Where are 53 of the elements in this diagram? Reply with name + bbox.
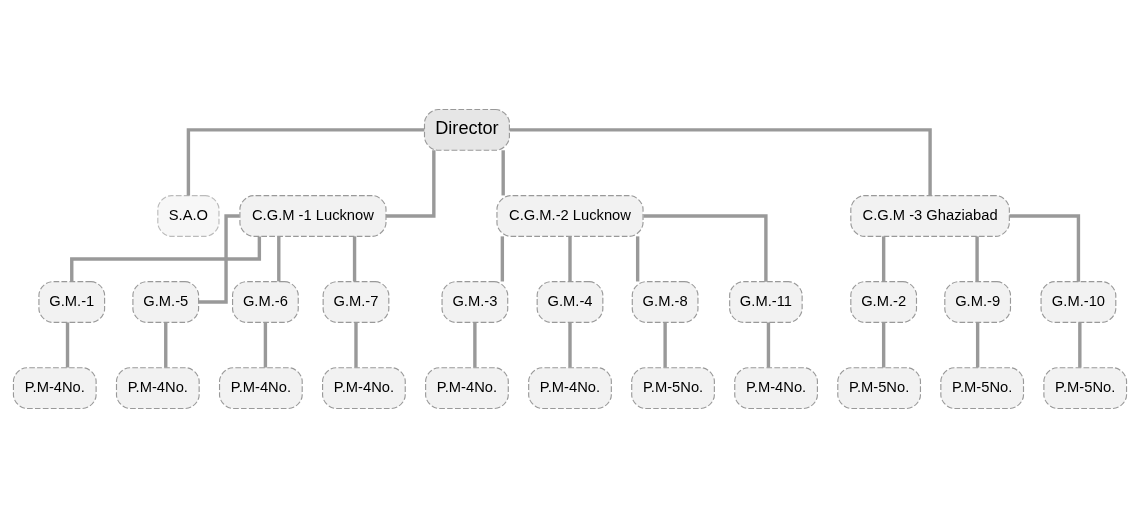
- node-box: S.A.O: [157, 194, 220, 237]
- node-box: P.M-4No.: [115, 366, 200, 409]
- connector: [473, 321, 477, 368]
- node-box: P.M-4No.: [425, 366, 509, 409]
- connector: [186, 127, 425, 196]
- node-box: Director: [423, 108, 510, 151]
- node-box: G.M.-4: [536, 280, 604, 323]
- connector: [568, 321, 572, 368]
- node-box: G.M.-8: [631, 280, 699, 323]
- node-box: P.M-4No.: [12, 366, 97, 409]
- connector: [881, 321, 886, 368]
- connector: [501, 149, 505, 195]
- node-box: G.M.-7: [322, 280, 390, 323]
- connector: [277, 235, 281, 281]
- node-box: G.M.-3: [441, 280, 509, 323]
- node-box: C.G.M -3 Ghaziabad: [850, 194, 1010, 237]
- node-box: G.M.-5: [132, 280, 200, 323]
- connector: [70, 236, 262, 281]
- node-box: P.M-4No.: [528, 366, 612, 409]
- connector: [198, 213, 240, 304]
- node-box: G.M.-11: [729, 280, 803, 323]
- node-box: G.M.-1: [38, 280, 106, 323]
- connector: [975, 235, 979, 281]
- connector: [975, 321, 980, 368]
- connector: [263, 321, 268, 368]
- connector: [509, 127, 932, 196]
- connector: [352, 235, 357, 281]
- node-box: P.M-5No.: [1043, 366, 1128, 409]
- node-box: G.M.-9: [944, 280, 1012, 323]
- connector: [568, 235, 572, 281]
- connector: [1078, 321, 1082, 368]
- node-box: P.M-4No.: [734, 366, 818, 409]
- connector: [500, 235, 505, 281]
- node-box: P.M-5No.: [837, 366, 922, 409]
- node-box: C.G.M.-2 Lucknow: [496, 194, 644, 237]
- node-box: P.M-4No.: [322, 366, 406, 409]
- node-box: G.M.-6: [232, 280, 299, 323]
- connector: [766, 321, 771, 368]
- node-box: P.M-5No.: [631, 366, 715, 409]
- connector: [65, 321, 70, 368]
- node-box: P.M-4No.: [218, 366, 303, 409]
- node-box: G.M.-2: [850, 280, 918, 323]
- node-box: P.M-5No.: [940, 366, 1025, 409]
- connector: [354, 321, 358, 368]
- connector: [643, 213, 768, 282]
- connector: [663, 321, 667, 368]
- node-box: G.M.-10: [1040, 280, 1117, 323]
- connector: [881, 235, 886, 281]
- connector: [1009, 213, 1081, 282]
- connector: [635, 235, 640, 281]
- node-box: C.G.M -1 Lucknow: [239, 194, 387, 237]
- connector: [164, 321, 168, 368]
- connector: [386, 149, 436, 218]
